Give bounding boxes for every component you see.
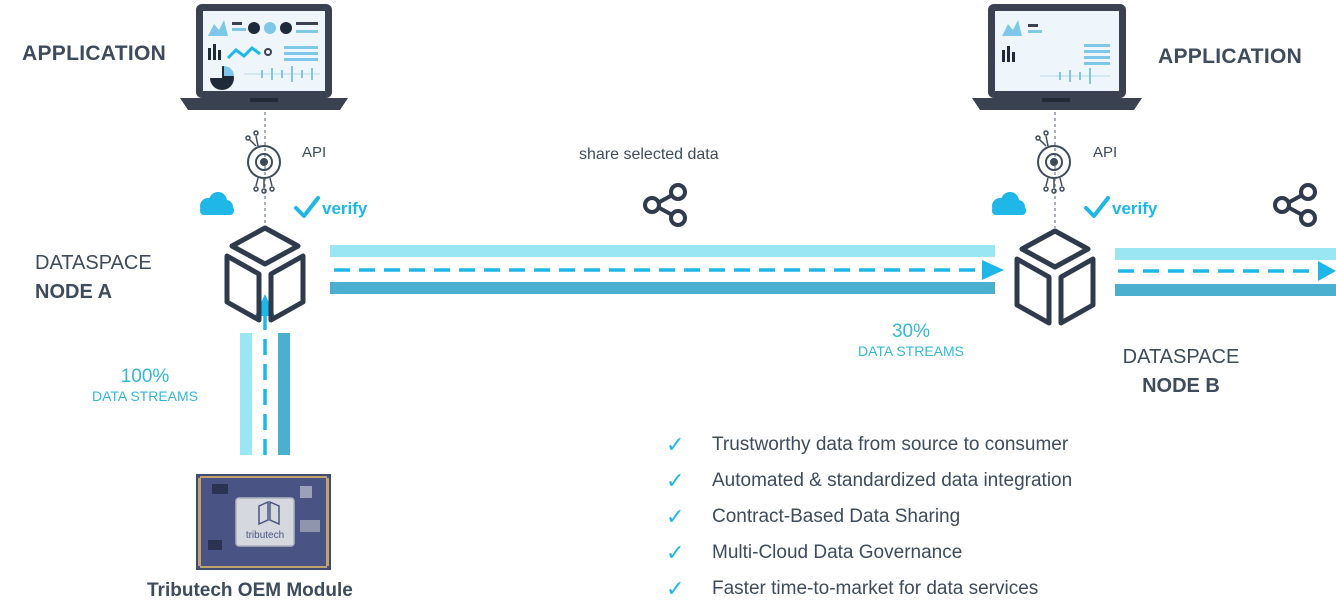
- node-b-line2: NODE B: [1142, 375, 1220, 397]
- data-stream-b-outbound: [1115, 248, 1336, 296]
- application-label-right: APPLICATION: [1158, 45, 1303, 68]
- api-label-left: API: [302, 144, 327, 161]
- oem-chip-brand: tributech: [245, 530, 285, 541]
- checkmark-icon: ✓: [666, 504, 685, 529]
- stream-100-sublabel: DATA STREAMS: [91, 388, 199, 404]
- benefit-item: ✓ Trustworthy data from source to consume…: [666, 427, 1072, 463]
- benefit-item: ✓ Contract-Based Data Sharing: [666, 499, 1072, 535]
- api-label-right: API: [1093, 144, 1118, 161]
- checkmark-icon: ✓: [666, 540, 685, 565]
- stream-100-label: 100% DATA STREAMS: [60, 366, 230, 404]
- stream-100-percent: 100%: [120, 366, 170, 387]
- benefit-item: ✓ Faster time-to-market for data services: [666, 571, 1072, 607]
- node-b-label: DATASPACE NODE B: [1115, 343, 1247, 401]
- oem-module-icon: [196, 474, 331, 570]
- application-label-left: APPLICATION: [22, 42, 167, 65]
- api-gear-icon-left: [245, 130, 281, 194]
- benefit-text: Multi-Cloud Data Governance: [712, 542, 963, 563]
- cloud-icon-right: [992, 192, 1026, 215]
- benefit-item: ✓ Automated & standardized data integrati…: [666, 463, 1072, 499]
- laptop-icon-right: [972, 4, 1142, 110]
- node-b-line1: DATASPACE: [1122, 346, 1240, 368]
- data-stream-a-to-b: [330, 245, 1004, 294]
- stream-30-label: 30% DATA STREAMS: [826, 321, 996, 359]
- dataspace-node-icon-a: [224, 225, 306, 323]
- benefit-text: Faster time-to-market for data services: [712, 578, 1039, 599]
- checkmark-icon: ✓: [666, 432, 685, 457]
- benefit-text: Automated & standardized data integratio…: [712, 470, 1073, 491]
- verify-label-left: verify: [322, 199, 368, 218]
- benefits-list: ✓ Trustworthy data from source to consume…: [666, 427, 1072, 607]
- benefit-item: ✓ Multi-Cloud Data Governance: [666, 535, 1072, 571]
- share-icon-right: [1273, 183, 1317, 227]
- dataspace-node-icon-b: [1014, 228, 1096, 326]
- checkmark-icon: ✓: [666, 576, 685, 601]
- verify-label-right: verify: [1112, 199, 1158, 218]
- benefit-text: Trustworthy data from source to consumer: [712, 434, 1069, 455]
- cloud-icon-left: [200, 192, 234, 215]
- node-a-line1: DATASPACE: [35, 252, 152, 274]
- stream-30-percent: 30%: [891, 321, 931, 342]
- api-gear-icon-right: [1035, 130, 1071, 194]
- stream-30-sublabel: DATA STREAMS: [857, 343, 965, 359]
- laptop-icon-left: [180, 4, 348, 110]
- node-a-line2: NODE A: [35, 281, 113, 303]
- share-selected-data-label: share selected data: [579, 146, 719, 163]
- share-icon-middle: [643, 183, 687, 227]
- benefit-text: Contract-Based Data Sharing: [712, 506, 961, 527]
- checkmark-icon-left: [294, 196, 320, 218]
- checkmark-icon: ✓: [666, 468, 685, 493]
- data-stream-module-to-a: [240, 294, 290, 455]
- node-a-label: DATASPACE NODE A: [35, 249, 152, 307]
- oem-module-title: Tributech OEM Module: [147, 580, 353, 601]
- checkmark-icon-right: [1084, 196, 1110, 218]
